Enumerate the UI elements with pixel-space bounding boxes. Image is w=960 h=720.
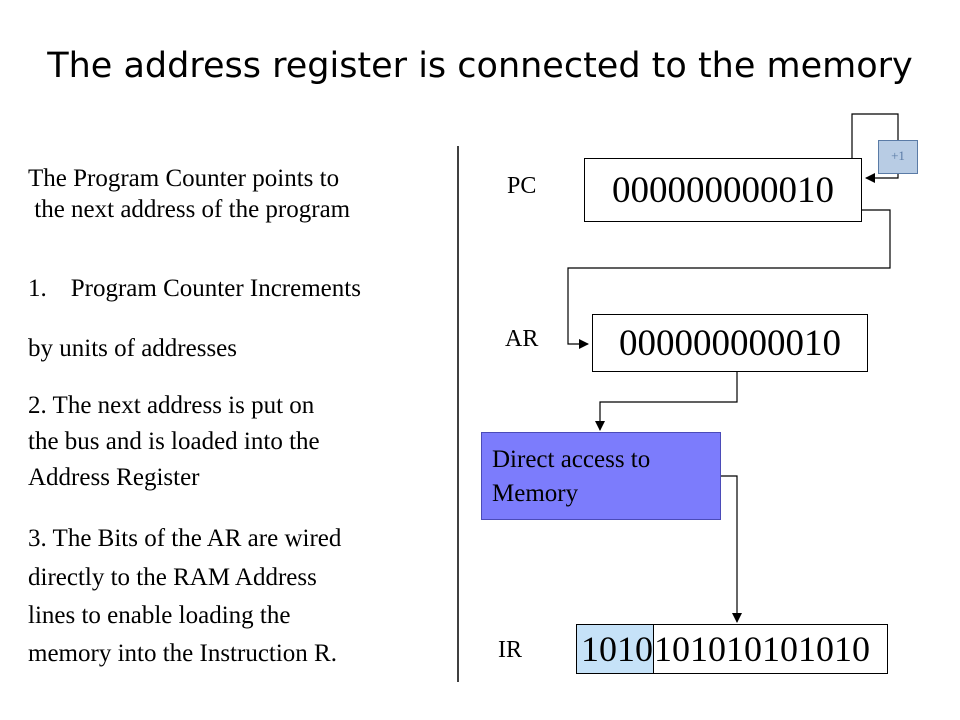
step-1: 1. Program Counter Increments <box>28 273 361 304</box>
step-3-line-2: directly to the RAM Address <box>28 564 317 591</box>
increment-arrow <box>865 173 899 183</box>
memory-block: Direct access to Memory <box>481 432 721 520</box>
step-1-continued: by units of addresses <box>28 335 237 362</box>
increment-box: +1 <box>878 140 918 174</box>
ir-label: IR <box>498 637 522 663</box>
step-2-line-3: Address Register <box>28 464 200 491</box>
step-3-line-3: lines to enable loading the <box>28 602 291 629</box>
step-3-line-1: 3. The Bits of the AR are wired <box>28 525 342 552</box>
step-2-line-1: 2. The next address is put on <box>28 392 315 419</box>
step-3-line-4: memory into the Instruction R. <box>28 640 337 667</box>
ar-to-memory-arrow <box>595 372 738 431</box>
loop-line <box>851 113 899 158</box>
pc-to-ar-arrow <box>567 209 891 349</box>
step-1-text: Program Counter Increments <box>70 275 361 302</box>
ir-value-rest: 101010101010 <box>654 629 870 669</box>
ar-register: 000000000010 <box>592 314 868 372</box>
memory-line-1: Direct access to <box>492 446 651 473</box>
step-2-line-2: the bus and is loaded into the <box>28 428 320 455</box>
ir-value-highlight: 1010 <box>577 625 654 673</box>
step-1-number: 1. <box>28 275 47 302</box>
memory-line-2: Memory <box>492 480 579 507</box>
intro-line-1: The Program Counter points to <box>28 165 340 192</box>
memory-to-ir-arrow <box>720 475 742 623</box>
pc-label: PC <box>507 173 537 199</box>
ir-register: 1010101010101010 <box>576 624 888 674</box>
ar-label: AR <box>505 326 539 352</box>
intro-line-2: the next address of the program <box>28 196 351 223</box>
pc-register: 000000000010 <box>584 158 862 222</box>
page-title: The address register is connected to the… <box>47 46 913 86</box>
